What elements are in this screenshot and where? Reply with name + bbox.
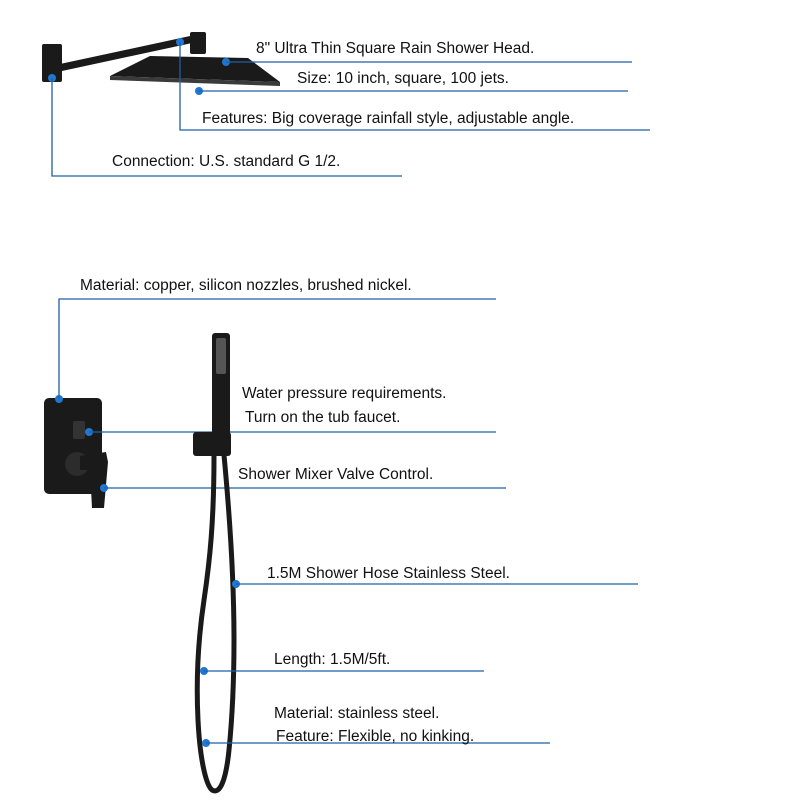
leader-hose-title bbox=[232, 580, 638, 588]
label-water-pressure: Water pressure requirements. bbox=[242, 385, 447, 402]
leader-hose-length bbox=[200, 667, 484, 675]
leader-mixer-control bbox=[100, 484, 506, 492]
wall-holder-icon bbox=[193, 432, 231, 456]
label-head-title: 8" Ultra Thin Square Rain Shower Head. bbox=[256, 40, 535, 57]
handheld-shower-icon bbox=[212, 333, 230, 445]
label-hose-material: Material: stainless steel. bbox=[274, 705, 440, 722]
leader-head-features bbox=[176, 38, 650, 131]
label-hose-feature: Feature: Flexible, no kinking. bbox=[276, 728, 475, 745]
label-tub-faucet: Turn on the tub faucet. bbox=[245, 409, 401, 426]
mixer-valve-plate-icon bbox=[44, 398, 108, 508]
label-head-features: Features: Big coverage rainfall style, a… bbox=[202, 110, 575, 127]
rain-shower-head-icon bbox=[110, 56, 280, 86]
label-mixer-control: Shower Mixer Valve Control. bbox=[238, 466, 434, 483]
leader-valve-material bbox=[55, 298, 496, 403]
shower-arm-icon bbox=[42, 32, 206, 82]
label-head-size: Size: 10 inch, square, 100 jets. bbox=[297, 70, 509, 87]
leader-head-title bbox=[222, 58, 632, 66]
label-hose-title: 1.5M Shower Hose Stainless Steel. bbox=[267, 565, 510, 582]
leader-hose-material bbox=[202, 739, 550, 747]
label-connection: Connection: U.S. standard G 1/2. bbox=[112, 153, 341, 170]
label-hose-length: Length: 1.5M/5ft. bbox=[274, 651, 391, 668]
leader-water-pressure bbox=[85, 428, 496, 436]
leader-head-size bbox=[195, 87, 628, 95]
leader-connection bbox=[48, 74, 402, 177]
label-valve-material: Material: copper, silicon nozzles, brush… bbox=[80, 277, 412, 294]
shower-hose-icon bbox=[194, 452, 237, 794]
